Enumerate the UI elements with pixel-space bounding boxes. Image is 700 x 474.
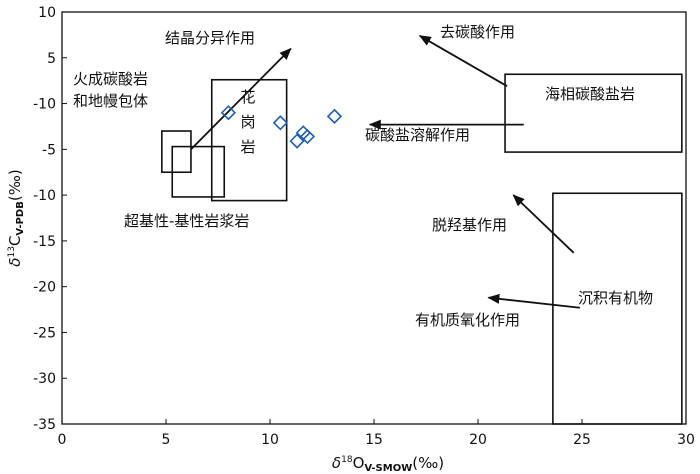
label-granite-char3: 岩	[240, 138, 255, 156]
arrow-1	[190, 47, 292, 150]
x-axis-ticks: 0 5 10 15 20 25 30	[58, 419, 695, 448]
x-tick-label: 15	[365, 432, 383, 448]
x-axis-title-sub: V-SMOW	[364, 463, 412, 474]
x-axis-title: δ18OV-SMOW(‰)	[332, 454, 444, 474]
label-granite: 花岗岩	[240, 88, 255, 156]
data-points	[220, 105, 343, 149]
x-axis-title-sup: 18	[341, 455, 353, 465]
data-point	[220, 105, 237, 121]
data-point	[299, 128, 316, 145]
y-tick-label: -15	[33, 234, 56, 250]
region-box-2	[171, 145, 226, 198]
x-tick-label: 30	[677, 432, 695, 448]
y-tick-label: -5	[42, 142, 56, 158]
y-axis-title-main: C	[6, 236, 24, 246]
x-tick-label: 20	[469, 432, 487, 448]
y-axis-title-sub: V-PDB	[15, 201, 26, 235]
x-tick-label: 25	[573, 432, 591, 448]
annotation-decarbonation: 去碳酸作用	[440, 23, 515, 41]
x-axis-title-main: O	[353, 454, 365, 472]
data-point	[272, 115, 289, 131]
annotation-dehydroxylation: 脱羟基作用	[432, 216, 507, 234]
y-tick-label: -30	[33, 371, 56, 387]
y-axis-title-unit: (‰)	[6, 169, 24, 201]
label-sedimentary-organic: 沉积有机物	[578, 289, 653, 307]
y-axis-title-sup: 13	[7, 246, 17, 257]
label-carbonatite-line2: 和地幔包体	[73, 92, 148, 110]
y-tick-label: 5	[47, 51, 56, 67]
annotation-carbonate-dissolution: 碳酸盐溶解作用	[365, 126, 470, 144]
y-axis-title-delta: δ	[6, 258, 24, 267]
arrow-4	[512, 194, 575, 254]
y-tick-label: -10	[33, 188, 56, 204]
data-point	[326, 108, 343, 125]
arrows	[190, 35, 581, 309]
x-tick-label: 10	[261, 432, 279, 448]
arrow-5	[487, 293, 581, 309]
region-box-3	[210, 78, 288, 202]
annotation-organic-oxidation: 有机质氧化作用	[415, 311, 520, 329]
region-box-4	[504, 73, 683, 153]
x-axis-title-delta: δ	[332, 454, 341, 472]
y-tick-label: -35	[33, 417, 56, 433]
region-box-5	[552, 192, 683, 425]
arrow-2	[418, 35, 508, 87]
label-granite-char1: 花	[240, 88, 255, 106]
data-point	[289, 133, 305, 149]
x-tick-label: 5	[162, 432, 171, 448]
annotations: 结晶分异作用 去碳酸作用 碳酸盐溶解作用 脱羟基作用 有机质氧化作用 火成碳酸岩…	[73, 23, 653, 329]
y-tick-label: -10	[33, 97, 56, 113]
label-marine-carbonate: 海相碳酸盐岩	[545, 85, 635, 103]
label-ultrabasic-basic: 超基性-基性岩浆岩	[124, 212, 249, 230]
regions	[161, 73, 683, 425]
annotation-crystallization: 结晶分异作用	[165, 29, 255, 47]
y-axis-ticks: 10 5 -10 -5 -10 -15 -20 -25 -30 -35	[33, 5, 67, 433]
x-axis-title-unit: (‰)	[412, 454, 444, 472]
label-granite-char2: 岗	[240, 113, 255, 131]
x-tick-label: 0	[58, 432, 67, 448]
y-tick-label: -20	[33, 280, 56, 296]
region-box-1	[161, 130, 192, 174]
label-carbonatite-line1: 火成碳酸岩	[73, 70, 148, 88]
y-tick-label: -25	[33, 325, 56, 341]
y-tick-label: 10	[38, 5, 56, 21]
y-axis-title: δ13CV-PDB(‰)	[6, 169, 26, 266]
